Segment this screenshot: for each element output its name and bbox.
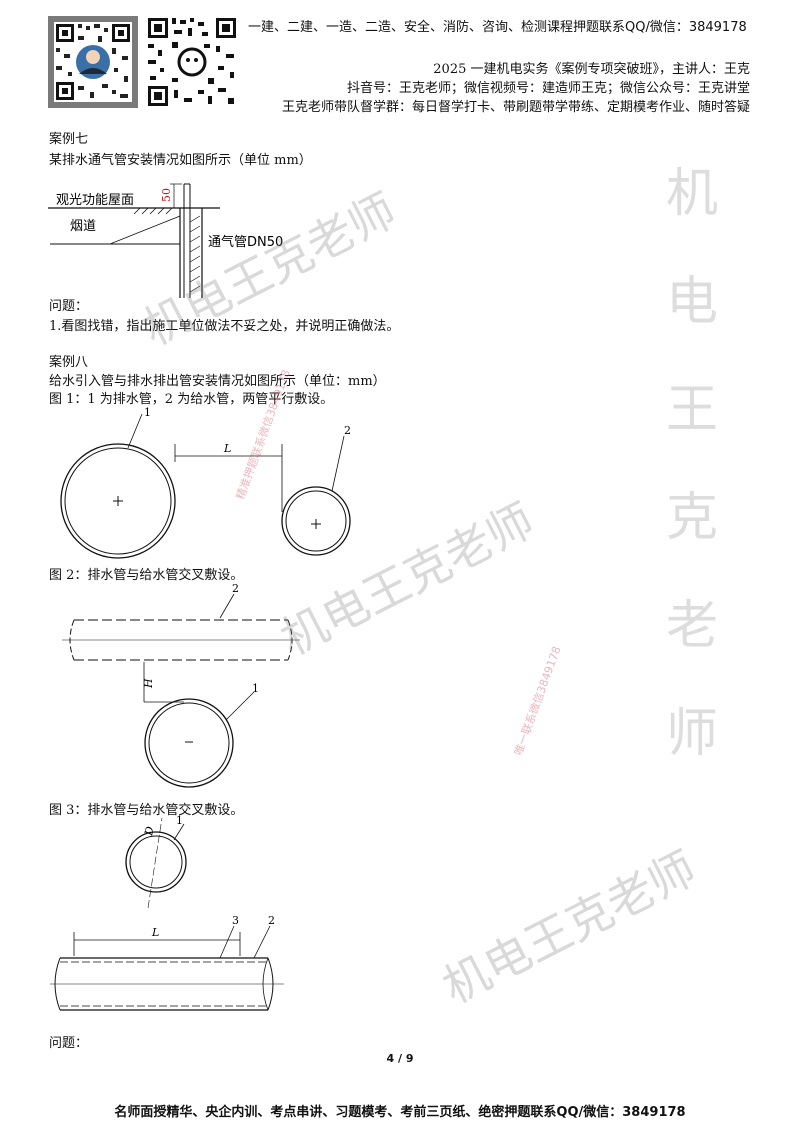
case7-title: 案例七 (49, 132, 89, 147)
dim-50-label: 50 (160, 188, 173, 202)
fig3-label-3: 3 (232, 914, 239, 927)
fig2-caption: 图 2：排水管与给水管交叉敷设。 (49, 568, 244, 583)
fig2-crossing-pipes-diagram: 2 H 1 (62, 582, 300, 788)
fig3-crossing-pipes-diagram: D 1 L 3 2 (50, 814, 284, 1011)
watermark-vertical: 机 电 王 克 老 师 (665, 164, 718, 764)
case8-description: 给水引入管与排水排出管安装情况如图所示（单位：mm） (49, 374, 386, 389)
fig3-label-1: 1 (176, 814, 183, 827)
case8-title: 案例八 (49, 355, 89, 370)
qr-code-wechat (146, 16, 238, 108)
watermark-main-3: 机电王克老师 (434, 840, 705, 1015)
case7-question-heading: 问题： (49, 299, 89, 314)
footer-text: 名师面授精华、央企内训、考点串讲、习题模考、考前三页纸、绝密押题联系QQ/微信：… (114, 1105, 686, 1120)
fig1-dim-L: L (223, 442, 231, 455)
qr-douyin-icon (48, 16, 138, 108)
header-top-line: 一建、二建、一造、二造、安全、消防、咨询、检测课程押题联系QQ/微信：38491… (248, 20, 747, 35)
vent-pipe-label: 通气管DN50 (208, 234, 283, 250)
qr-code-douyin (48, 16, 138, 108)
case7-question-1: 1.看图找错，指出施工单位做法不妥之处，并说明正确做法。 (49, 319, 400, 334)
header-group-line: 王克老师带队督学群：每日督学打卡、带刷题带学带练、定期模考作业、随时答疑 (281, 100, 750, 115)
fig1-parallel-pipes-diagram: L 1 2 (60, 406, 351, 559)
case8-question-heading: 问题： (49, 1036, 89, 1051)
case7-vent-pipe-diagram: 观光功能屋面 烟道 50 通气管DN50 (48, 183, 283, 298)
fig3-dim-L: L (151, 926, 159, 939)
page-number: 4 / 9 (386, 1052, 414, 1065)
fig1-label-2: 2 (344, 424, 351, 437)
fig2-label-1: 1 (252, 682, 259, 695)
fig3-caption: 图 3：排水管与给水管交叉敷设。 (49, 803, 244, 818)
fig3-dim-D: D (142, 825, 157, 837)
watermark-small-2: 唯一联系微信3849178 (511, 644, 564, 758)
qr-wechat-icon (146, 16, 238, 108)
roof-label: 观光功能屋面 (56, 193, 134, 208)
fig3-label-2: 2 (268, 914, 275, 927)
fig2-dim-H: H (142, 678, 155, 689)
fig1-caption: 图 1：1 为排水管，2 为给水管，两管平行敷设。 (49, 392, 334, 407)
case7-description: 某排水通气管安装情况如图所示（单位 mm） (49, 153, 312, 168)
flue-label: 烟道 (70, 219, 96, 234)
fig1-label-1: 1 (144, 406, 151, 419)
header-social-line: 抖音号：王克老师；微信视频号：建造师王克；微信公众号：王克讲堂 (346, 81, 750, 96)
fig2-label-2: 2 (232, 582, 239, 595)
header-course-line: 2025 一建机电实务《案例专项突破班》，主讲人：王克 (433, 62, 750, 77)
